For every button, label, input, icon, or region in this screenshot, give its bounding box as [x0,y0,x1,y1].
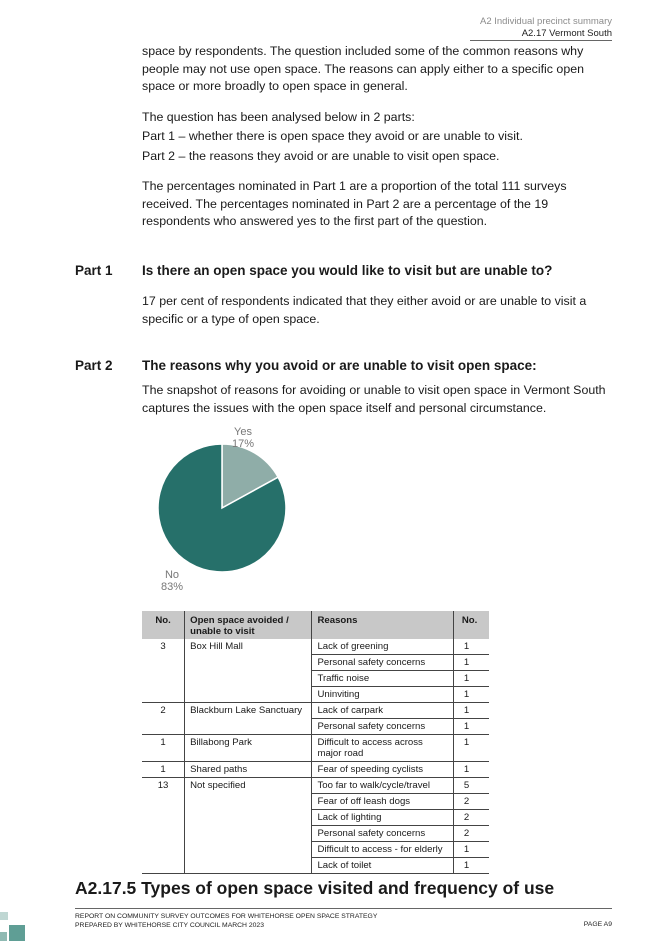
cell-reason-count: 2 [452,809,489,826]
cell-reason-count: 2 [452,793,489,810]
cell-reason: Personal safety concerns [311,825,454,842]
pie-value-no: 83% [161,581,183,593]
cell-reason-count: 1 [452,734,489,762]
cell-reason-count: 1 [452,686,489,703]
cell-space-count: 3 [142,639,186,703]
footer-line2: PREPARED BY WHITEHORSE CITY COUNCIL MARC… [75,921,264,929]
intro-paragraph-1: space by respondents. The question inclu… [142,43,612,96]
avoid-visit-pie-chart: Yes 17% No 83% [157,426,287,593]
part2-body-text: The snapshot of reasons for avoiding or … [142,383,606,415]
part2-title: The reasons why you avoid or are unable … [142,358,537,373]
intro-p2-line2: Part 1 – whether there is open space the… [142,129,523,143]
cell-space-count: 1 [142,734,186,762]
pie-label-yes: Yes [234,426,252,438]
header-reasons: Reasons [311,611,454,639]
part1-number: Part 1 [75,263,113,278]
cell-open-space: Blackburn Lake Sanctuary [184,702,313,735]
part1-body: 17 per cent of respondents indicated tha… [142,293,612,328]
cell-reason-count: 1 [452,670,489,687]
next-section-heading: A2.17.5 Types of open space visited and … [75,878,555,898]
intro-p3-text: The percentages nominated in Part 1 are … [142,179,567,228]
intro-p2-line1: The question has been analysed below in … [142,110,415,124]
decor-square-3 [0,932,7,941]
cell-open-space: Box Hill Mall [184,639,313,703]
cell-reason: Traffic noise [311,670,454,687]
cell-open-space: Not specified [184,777,313,874]
cell-reason: Too far to walk/cycle/travel [311,777,454,794]
header-rule [470,40,612,41]
cell-space-count: 2 [142,702,186,735]
footer-rule [75,908,612,909]
cell-reason-count: 1 [452,639,489,655]
reasons-table: No. Open space avoided / unable to visit… [142,611,489,874]
pie-slice-no [157,443,287,573]
part1-body-text: 17 per cent of respondents indicated tha… [142,294,587,326]
page-header: A2 Individual precinct summary A2.17 Ver… [480,16,612,40]
header-open-space: Open space avoided / unable to visit [184,611,313,639]
cell-reason: Lack of lighting [311,809,454,826]
cell-open-space: Shared paths [184,761,313,778]
reasons-table-header: No. Open space avoided / unable to visit… [142,611,489,639]
cell-reason: Lack of greening [311,639,454,655]
intro-paragraph-3: The percentages nominated in Part 1 are … [142,178,612,231]
cell-reason-count: 1 [452,654,489,671]
part2-number: Part 2 [75,358,113,373]
pie-slice-yes [221,443,280,510]
cell-reason-count: 1 [452,718,489,735]
cell-reason: Personal safety concerns [311,654,454,671]
part1-title: Is there an open space you would like to… [142,263,553,278]
cell-reason: Uninviting [311,686,454,703]
intro-paragraph-2: The question has been analysed below in … [142,109,612,166]
header-section: A2 Individual precinct summary [480,16,612,27]
cell-reason-count: 2 [452,825,489,842]
cell-reason-count: 1 [452,702,489,719]
cell-space-count: 1 [142,761,186,778]
cell-reason: Personal safety concerns [311,718,454,735]
cell-space-count: 13 [142,777,186,874]
cell-open-space: Billabong Park [184,734,313,762]
cell-reason-count: 5 [452,777,489,794]
cell-reason: Difficult to access across major road [311,734,454,762]
cell-reason-count: 1 [452,841,489,858]
cell-reason: Lack of toilet [311,857,454,874]
page-number: PAGE A9 [583,921,612,928]
cell-reason-count: 1 [452,857,489,874]
footer-text: REPORT ON COMMUNITY SURVEY OUTCOMES FOR … [75,913,377,930]
intro-p2-line3: Part 2 – the reasons they avoid or are u… [142,149,500,163]
cell-reason: Fear of speeding cyclists [311,761,454,778]
cell-reason: Lack of carpark [311,702,454,719]
decor-square-2 [9,925,25,941]
pie-value-yes: 17% [232,438,254,450]
cell-reason: Difficult to access - for elderly [311,841,454,858]
part2-body: The snapshot of reasons for avoiding or … [142,382,612,417]
header-reason-count: No. [452,611,489,639]
intro-p1-text: space by respondents. The question inclu… [142,44,584,93]
header-count: No. [142,611,186,639]
cell-reason-count: 1 [452,761,489,778]
decor-square-1 [0,912,8,920]
cell-reason: Fear of off leash dogs [311,793,454,810]
header-subsection: A2.17 Vermont South [521,28,612,39]
pie-label-no: No [165,569,179,581]
footer-line1: REPORT ON COMMUNITY SURVEY OUTCOMES FOR … [75,913,378,920]
